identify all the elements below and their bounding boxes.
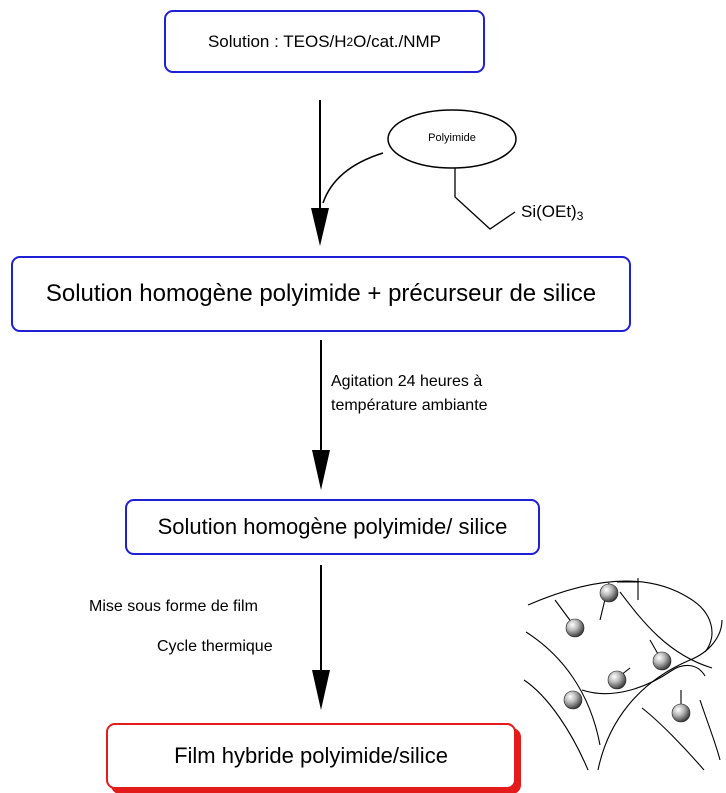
silane-subscript: 3 <box>576 208 584 223</box>
silane-spacer-chain <box>454 168 516 230</box>
polyimide-ellipse <box>387 109 517 169</box>
hybrid-network-illustration <box>523 578 723 771</box>
thermal-cycle-step: Cycle thermique <box>157 638 273 655</box>
arrow-precursor-to-silica <box>312 340 330 490</box>
homogeneous-silica-box: Solution homogène polyimide/ silice <box>125 499 540 555</box>
arrow-start-to-precursor <box>311 100 329 246</box>
start-solution-suffix: O/cat./NMP <box>353 31 442 51</box>
stirring-step-line2: température ambiante <box>331 397 488 414</box>
homogeneous-precursor-label: Solution homogène polyimide + précurseur… <box>45 280 597 307</box>
film-forming-step: Mise sous forme de film <box>89 598 258 615</box>
silane-group-label: Si(OEt)3 <box>521 201 583 223</box>
homogeneous-silica-label: Solution homogène polyimide/ silice <box>157 514 508 539</box>
polyimide-label: Polyimide <box>428 132 476 144</box>
arrow-silica-to-film <box>312 565 330 710</box>
final-film-box: Film hybride polyimide/silice <box>106 723 516 789</box>
final-film-label: Film hybride polyimide/silice <box>174 743 448 768</box>
addition-curve-arrow <box>322 152 384 204</box>
silane-prefix: Si(OEt) <box>521 202 577 221</box>
stirring-step-line1: Agitation 24 heures à <box>331 373 483 390</box>
start-solution-prefix: Solution : TEOS/H <box>207 31 347 51</box>
homogeneous-precursor-box: Solution homogène polyimide + précurseur… <box>11 256 631 332</box>
